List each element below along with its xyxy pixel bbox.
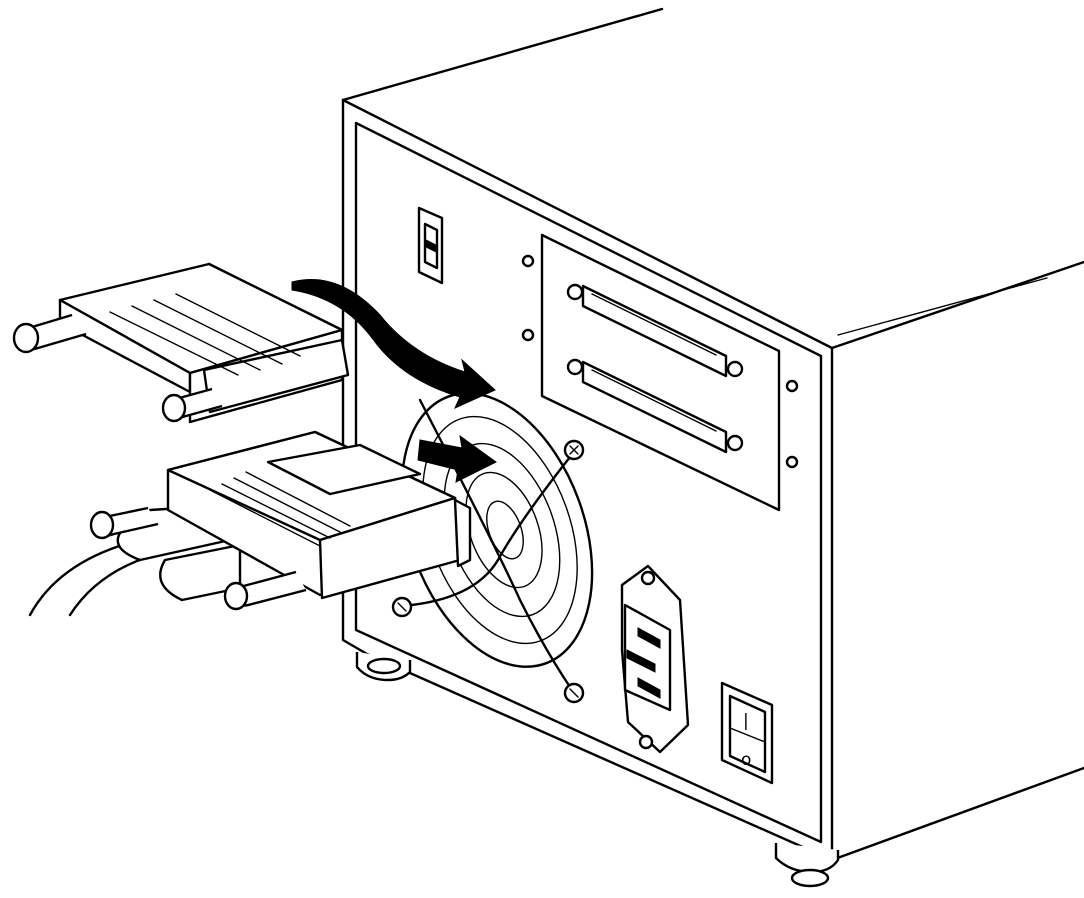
- scsi-port-upper[interactable]: [566, 283, 744, 378]
- side-panel-trim: [837, 277, 1048, 336]
- plate-screw-3: [785, 379, 799, 393]
- scsi-port-upper-thumbscrew-right: [726, 360, 744, 378]
- port-plate: [540, 233, 781, 512]
- connector-grip-lines: [209, 471, 351, 547]
- enclosure-left-edge: [341, 98, 369, 656]
- enclosure-top-front-edge: [341, 98, 834, 350]
- arrow-upper-curved: [291, 279, 496, 409]
- enclosure: [341, 7, 1084, 862]
- arrow-lower-straight: [417, 434, 497, 483]
- fan-guard-wire-2: [418, 398, 574, 692]
- scsi-cable-connector[interactable]: [28, 430, 472, 617]
- power-inlet-socket: [623, 603, 672, 712]
- scsi-port-upper-thumbscrew-left: [566, 283, 584, 301]
- power-switch-rocker-divide: [729, 727, 766, 743]
- id-switch-thumb: [425, 239, 437, 253]
- power-switch-off-mark: o: [741, 750, 751, 770]
- feet: [355, 652, 840, 888]
- fan-ring-4: [465, 471, 543, 589]
- scsi-port-lower-thumbscrew-right: [726, 434, 744, 452]
- enclosure-bottom-front-edge: [365, 652, 834, 862]
- scsi-port-lower[interactable]: [566, 358, 744, 454]
- id-switch[interactable]: [417, 206, 444, 285]
- terminator-screw-left-cap: [12, 322, 40, 354]
- terminator-plug[interactable]: [12, 262, 350, 424]
- power-switch[interactable]: | o: [720, 681, 774, 785]
- connector-label-area: [266, 443, 422, 496]
- enclosure-bottom-side-edge: [830, 766, 1084, 862]
- scsi-port-lower-slot: [591, 369, 717, 432]
- scsi-port-panel: [521, 233, 799, 512]
- plate-screw-4: [785, 455, 799, 469]
- scsi-port-lower-shell: [581, 360, 728, 454]
- fan-screw-left-slot: [397, 602, 407, 612]
- fan-screw-top-slot: [569, 445, 579, 455]
- power-inlet-pin-bottom: [637, 677, 661, 699]
- connector-screw-right-cap: [223, 581, 249, 611]
- terminator-screw-right-cap: [161, 393, 187, 423]
- plate-screw-2: [521, 328, 535, 342]
- terminator-grip-lines: [109, 293, 301, 376]
- power-switch-on-mark: |: [743, 711, 749, 731]
- power-inlet[interactable]: [620, 564, 690, 754]
- enclosure-top-back-edge: [341, 7, 664, 102]
- plate-screw-1: [521, 254, 535, 268]
- connector-screw-left-cap: [89, 510, 115, 540]
- fan-screw-bottom-slot: [569, 688, 579, 698]
- fan-guard-wire-1: [400, 450, 576, 608]
- power-inlet-pin-top: [637, 627, 661, 649]
- scsi-port-lower-thumbscrew-left: [566, 358, 584, 376]
- power-switch-rocker: [728, 694, 767, 774]
- foot-right-pad: [790, 868, 830, 888]
- power-inlet-screw-bottom: [638, 734, 654, 750]
- foot-right: [774, 843, 840, 874]
- power-inlet-screw-top: [640, 570, 656, 586]
- scsi-port-upper-shell: [581, 284, 728, 378]
- scsi-port-upper-slot: [591, 293, 717, 356]
- connector-plug-face: [453, 498, 472, 568]
- insertion-arrows: [291, 279, 497, 483]
- foot-left-pad: [366, 657, 402, 675]
- power-inlet-pin-middle: [626, 649, 656, 673]
- enclosure-top-side-edge: [830, 260, 1084, 350]
